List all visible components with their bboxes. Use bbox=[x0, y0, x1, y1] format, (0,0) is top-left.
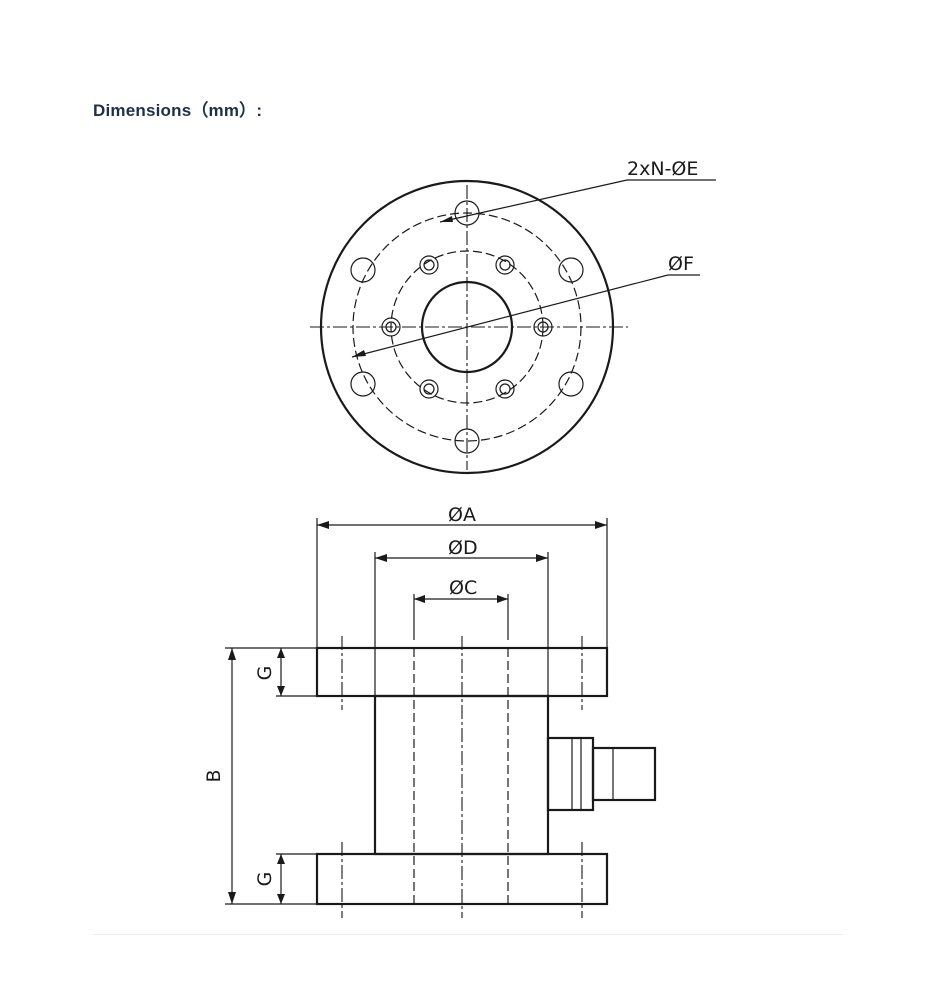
dimension-arrow bbox=[277, 648, 285, 658]
inner-bolt-circle bbox=[390, 250, 544, 404]
dimension-arrow bbox=[497, 595, 508, 603]
mounting-hole bbox=[558, 371, 584, 397]
threaded-hole bbox=[495, 255, 515, 275]
dimension-arrow bbox=[277, 686, 285, 696]
dimension-arrow bbox=[536, 554, 548, 562]
flange-thickness-bottom-label: G bbox=[254, 872, 276, 887]
bottom-divider bbox=[93, 934, 843, 935]
flange-thickness-top-label: G bbox=[254, 666, 276, 681]
outer-bolt-circle bbox=[352, 212, 582, 442]
mounting-hole bbox=[350, 257, 376, 283]
top-view: 2xN-ØE ØF bbox=[310, 158, 716, 475]
dimension-arrow bbox=[228, 648, 236, 660]
bolt-circle-leader-line bbox=[351, 274, 669, 358]
outer-mounting-holes bbox=[350, 200, 584, 454]
height-label: B bbox=[203, 769, 225, 782]
dimension-arrow bbox=[414, 595, 425, 603]
dimension-arrow bbox=[595, 521, 607, 529]
holes-leader-arrow bbox=[440, 216, 453, 222]
inner-threaded-holes bbox=[381, 255, 553, 399]
threaded-hole bbox=[419, 255, 439, 275]
side-view: ØA ØD ØC bbox=[203, 504, 657, 918]
bore-label: ØC bbox=[449, 577, 477, 599]
dimension-arrow bbox=[228, 892, 236, 904]
dimension-arrow bbox=[277, 854, 285, 864]
mounting-hole bbox=[558, 257, 584, 283]
center-bore-circle bbox=[420, 280, 514, 374]
threaded-hole bbox=[381, 317, 401, 337]
holes-label: 2xN-ØE bbox=[627, 158, 698, 180]
dimension-arrow bbox=[277, 894, 285, 904]
holes-leader-line bbox=[439, 179, 628, 223]
threaded-hole bbox=[419, 379, 439, 399]
dimension-arrow bbox=[317, 521, 329, 529]
bolt-circle-label: ØF bbox=[668, 253, 694, 275]
threaded-hole bbox=[533, 317, 553, 337]
connector-plug bbox=[591, 746, 657, 802]
dimension-arrow bbox=[375, 554, 387, 562]
outer-flange-circle bbox=[319, 179, 615, 475]
flange-step-label: ØD bbox=[448, 537, 478, 559]
dimensions-heading: Dimensions（mm）: bbox=[93, 101, 263, 120]
outer-diameter-label: ØA bbox=[448, 504, 476, 526]
mounting-hole bbox=[350, 371, 376, 397]
bolt-circle-leader-arrow bbox=[352, 350, 366, 357]
threaded-hole bbox=[495, 379, 515, 399]
connector-base bbox=[546, 736, 595, 812]
mounting-hole bbox=[454, 428, 480, 454]
cable-connector bbox=[546, 736, 657, 812]
